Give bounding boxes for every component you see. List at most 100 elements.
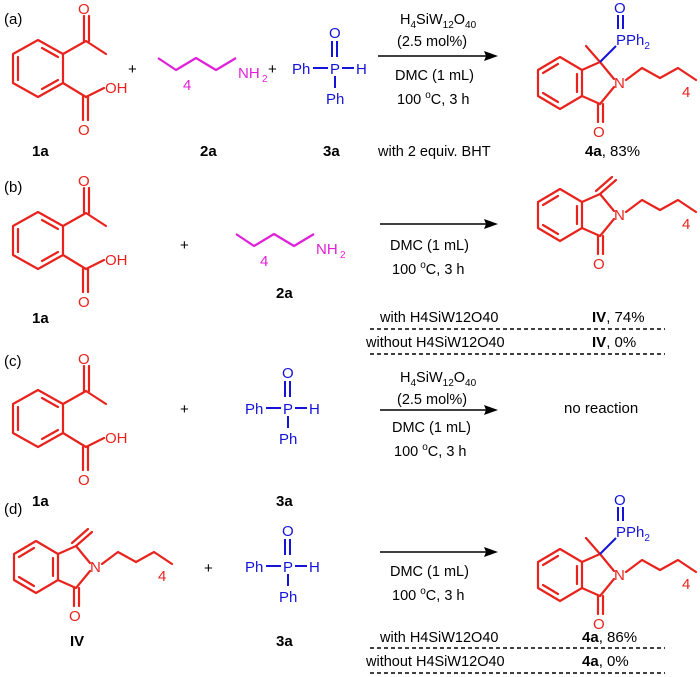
panel-d: (d) N O 4 IV + Ph P O H Ph 3a DMC (1 mL)	[4, 492, 698, 674]
condition-without-catalyst: without H4SiW12O40	[365, 335, 505, 351]
outcome-text: no reaction	[564, 400, 638, 417]
product-iv-structure: N O 4	[536, 175, 698, 273]
catalyst-formula: H4SiW12O40	[400, 12, 477, 31]
temperature-time: 100 oC, 3 h	[397, 90, 470, 108]
atom-oh: OH	[105, 80, 128, 97]
condition-without-catalyst: without H4SiW12O40	[365, 654, 505, 670]
compound-label-iv: IV	[70, 633, 84, 650]
panel-label-c: (c)	[4, 353, 22, 370]
atom-o: O	[593, 256, 605, 273]
temperature-time: 100 oC, 3 h	[394, 442, 467, 460]
compound-1a-structure: O OH O	[11, 1, 128, 139]
repeat-count: 4	[183, 77, 191, 94]
compound-1a-structure: O OH O	[11, 351, 128, 489]
atom-o: O	[78, 351, 90, 368]
atom-ph: Ph	[245, 401, 263, 418]
plus-sign: +	[204, 560, 213, 577]
compound-3a-structure: Ph P O H Ph	[245, 365, 320, 448]
atom-o: O	[282, 365, 294, 382]
atom-oh: OH	[105, 252, 128, 269]
compound-2a-structure: 4 NH 2	[157, 56, 268, 94]
compound-iv-structure: N O 4	[12, 527, 174, 625]
compound-2a-structure: 4 NH 2	[235, 232, 346, 270]
conditions-c: H4SiW12O40 (2.5 mol%)	[397, 370, 477, 408]
result-with-catalyst: 4a, 86%	[582, 629, 637, 646]
atom-p: P	[330, 61, 340, 78]
result-with-catalyst: IV, 74%	[592, 309, 645, 326]
solvent: DMC (1 mL)	[392, 420, 471, 436]
atom-ph: Ph	[326, 91, 344, 108]
compound-3a-structure: Ph P O H Ph	[245, 523, 320, 606]
panel-label-a: (a)	[4, 11, 22, 28]
plus-sign: +	[268, 61, 277, 78]
atom-h: H	[309, 559, 320, 576]
atom-n: N	[90, 559, 101, 576]
panel-a: (a) O OH O 1a + 4 NH 2 2a + Ph P O H Ph	[4, 0, 698, 160]
compound-1a-structure: O OH O	[11, 173, 128, 311]
compound-label-3a: 3a	[276, 633, 293, 650]
compound-label-2a: 2a	[200, 143, 217, 160]
solvent: DMC (1 mL)	[390, 564, 469, 580]
atom-nh: NH	[316, 241, 338, 258]
atom-o: O	[78, 122, 90, 139]
temperature-time: 100 oC, 3 h	[392, 586, 465, 604]
plus-sign: +	[128, 61, 137, 78]
atom-nh: NH	[238, 65, 260, 82]
compound-3a-structure: Ph P O H Ph	[292, 25, 367, 108]
catalyst-loading: (2.5 mol%)	[397, 392, 467, 408]
conditions-a: H4SiW12O40 (2.5 mol%)	[397, 12, 477, 50]
repeat-count: 4	[682, 576, 690, 593]
panel-label-d: (d)	[4, 501, 22, 518]
atom-pph: PPh2	[616, 524, 650, 544]
plus-sign: +	[180, 401, 189, 418]
atom-n: N	[614, 567, 625, 584]
atom-p: P	[283, 559, 293, 576]
atom-o: O	[282, 523, 294, 540]
atom-n: N	[614, 75, 625, 92]
condition-with-catalyst: with H4SiW12O40	[379, 310, 498, 326]
atom-pph: PPh2	[616, 32, 650, 52]
atom-o: O	[614, 492, 626, 509]
compound-label-2a: 2a	[276, 285, 293, 302]
atom-o: O	[78, 472, 90, 489]
solvent: DMC (1 mL)	[395, 68, 474, 84]
atom-h: H	[356, 61, 367, 78]
product-4a-structure: PPh2 O N O 4	[536, 0, 698, 141]
atom-o: O	[78, 173, 90, 190]
atom-ph: Ph	[292, 61, 310, 78]
atom-ph: Ph	[245, 559, 263, 576]
compound-label-3a: 3a	[323, 143, 340, 160]
repeat-count: 4	[682, 84, 690, 101]
result-without-catalyst: 4a, 0%	[582, 653, 629, 670]
repeat-count: 4	[158, 568, 166, 585]
atom-o: O	[78, 1, 90, 18]
solvent: DMC (1 mL)	[390, 238, 469, 254]
compound-label-1a: 1a	[32, 310, 49, 327]
atom-o: O	[78, 294, 90, 311]
temperature-time: 100 oC, 3 h	[392, 260, 465, 278]
atom-h: H	[309, 401, 320, 418]
atom-ph: Ph	[279, 589, 297, 606]
atom-n: N	[614, 207, 625, 224]
additive-note: with 2 equiv. BHT	[377, 144, 491, 160]
subscript-2: 2	[262, 74, 268, 85]
panel-label-b: (b)	[4, 179, 22, 196]
compound-label-3a: 3a	[276, 493, 293, 510]
atom-oh: OH	[105, 430, 128, 447]
condition-with-catalyst: with H4SiW12O40	[379, 630, 498, 646]
compound-label-1a: 1a	[32, 493, 49, 510]
atom-p: P	[283, 401, 293, 418]
product-4a-structure: PPh2 O N O 4	[536, 492, 698, 633]
atom-o: O	[593, 616, 605, 633]
plus-sign: +	[180, 237, 189, 254]
atom-o: O	[593, 124, 605, 141]
atom-o: O	[614, 0, 626, 17]
atom-ph: Ph	[279, 431, 297, 448]
repeat-count: 4	[260, 253, 268, 270]
panel-c: (c) O OH O 1a + Ph P O H Ph 3a H4SiW12O4…	[4, 351, 638, 510]
catalyst-formula: H4SiW12O40	[400, 370, 477, 389]
atom-o: O	[329, 25, 341, 42]
subscript-2: 2	[340, 250, 346, 261]
compound-label-1a: 1a	[32, 143, 49, 160]
